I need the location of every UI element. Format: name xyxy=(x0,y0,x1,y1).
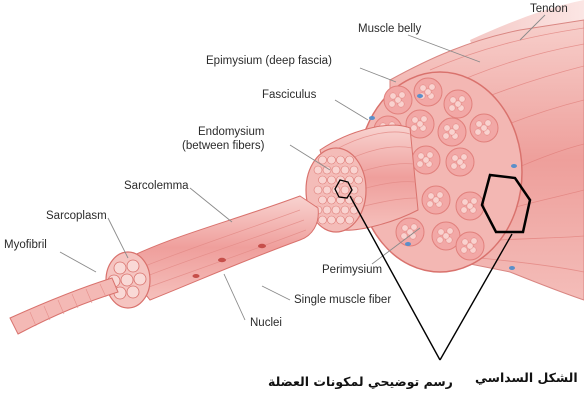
fasciculus-fiber xyxy=(319,216,327,224)
fascicle-fiber xyxy=(461,247,467,253)
fasciculus-fiber xyxy=(323,206,331,214)
label-tendon: Tendon xyxy=(530,3,568,15)
fascicle-fiber xyxy=(443,233,449,239)
fascicle-fiber xyxy=(455,101,461,107)
caption-hexagon-shape: الشكل السداسي xyxy=(475,370,578,385)
fascicle-fiber xyxy=(467,203,473,209)
fasciculus-fiber xyxy=(341,166,349,174)
fasciculus-fiber xyxy=(337,216,345,224)
fascicle-fiber xyxy=(481,125,487,131)
fascicle-fiber xyxy=(451,163,457,169)
label-endomysium: Endomysium xyxy=(198,126,264,138)
fasciculus-fiber xyxy=(314,186,322,194)
fasciculus-fiber xyxy=(332,206,340,214)
fasciculus-fiber xyxy=(341,186,349,194)
label-epimysium: Epimysium (deep fascia) xyxy=(206,55,332,67)
label-nuclei: Nuclei xyxy=(250,317,282,329)
fascicle-fiber xyxy=(417,161,423,167)
fascicle-fiber xyxy=(411,125,417,131)
fasciculus-fiber xyxy=(341,206,349,214)
label-muscle-belly: Muscle belly xyxy=(358,23,422,35)
fasciculus-fiber xyxy=(319,196,327,204)
capillary-dot xyxy=(369,116,375,120)
fasciculus-fiber xyxy=(328,156,336,164)
label-myofibril: Myofibril xyxy=(4,239,47,251)
fasciculus-fiber xyxy=(319,176,327,184)
fasciculus-fiber xyxy=(328,176,336,184)
fascicle-fiber xyxy=(433,197,439,203)
fasciculus-fiber xyxy=(355,196,363,204)
fascicle-fiber xyxy=(417,121,423,127)
fascicle-fiber xyxy=(389,101,395,107)
fascicle-fiber xyxy=(461,207,467,213)
fasciculus-fiber xyxy=(337,156,345,164)
fasciculus-fiber xyxy=(346,156,354,164)
fascicle-fiber xyxy=(467,243,473,249)
fascicle-fiber xyxy=(395,97,401,103)
fasciculus-fiber xyxy=(314,166,322,174)
fasciculus-fiber xyxy=(350,166,358,174)
label-fasciculus: Fasciculus xyxy=(262,89,317,101)
fasciculus-fiber xyxy=(328,196,336,204)
fasciculus-fiber xyxy=(332,166,340,174)
label-endomysium-sub: (between fibers) xyxy=(182,140,265,152)
label-sarcolemma: Sarcolemma xyxy=(124,180,189,192)
label-sarcoplasm: Sarcoplasm xyxy=(46,210,107,222)
fascicle-fiber xyxy=(449,129,455,135)
fasciculus-fiber xyxy=(355,176,363,184)
label-perimysium: Perimysium xyxy=(322,264,382,276)
caption-diagram: رسم توضيحي لمكونات العضلة xyxy=(268,374,453,389)
capillary-dot xyxy=(511,164,517,168)
fascicle-fiber xyxy=(437,237,443,243)
fascicle-fiber xyxy=(457,159,463,165)
myofibril-strand xyxy=(10,278,118,334)
capillary-dot xyxy=(417,94,423,98)
fasciculus-fiber xyxy=(346,216,354,224)
fasciculus-fiber xyxy=(319,156,327,164)
fasciculus-fiber xyxy=(328,216,336,224)
fascicle-fiber xyxy=(427,201,433,207)
fasciculus-fiber xyxy=(346,176,354,184)
fascicle-fiber xyxy=(425,89,431,95)
label-single-muscle-fiber: Single muscle fiber xyxy=(294,294,391,306)
fascicle-fiber xyxy=(443,133,449,139)
fascicle-fiber xyxy=(475,129,481,135)
fasciculus-fiber xyxy=(323,186,331,194)
capillary-dot xyxy=(405,242,411,246)
fascicle-fiber xyxy=(423,157,429,163)
capillary-dot xyxy=(509,266,515,270)
fascicle-fiber xyxy=(449,105,455,111)
